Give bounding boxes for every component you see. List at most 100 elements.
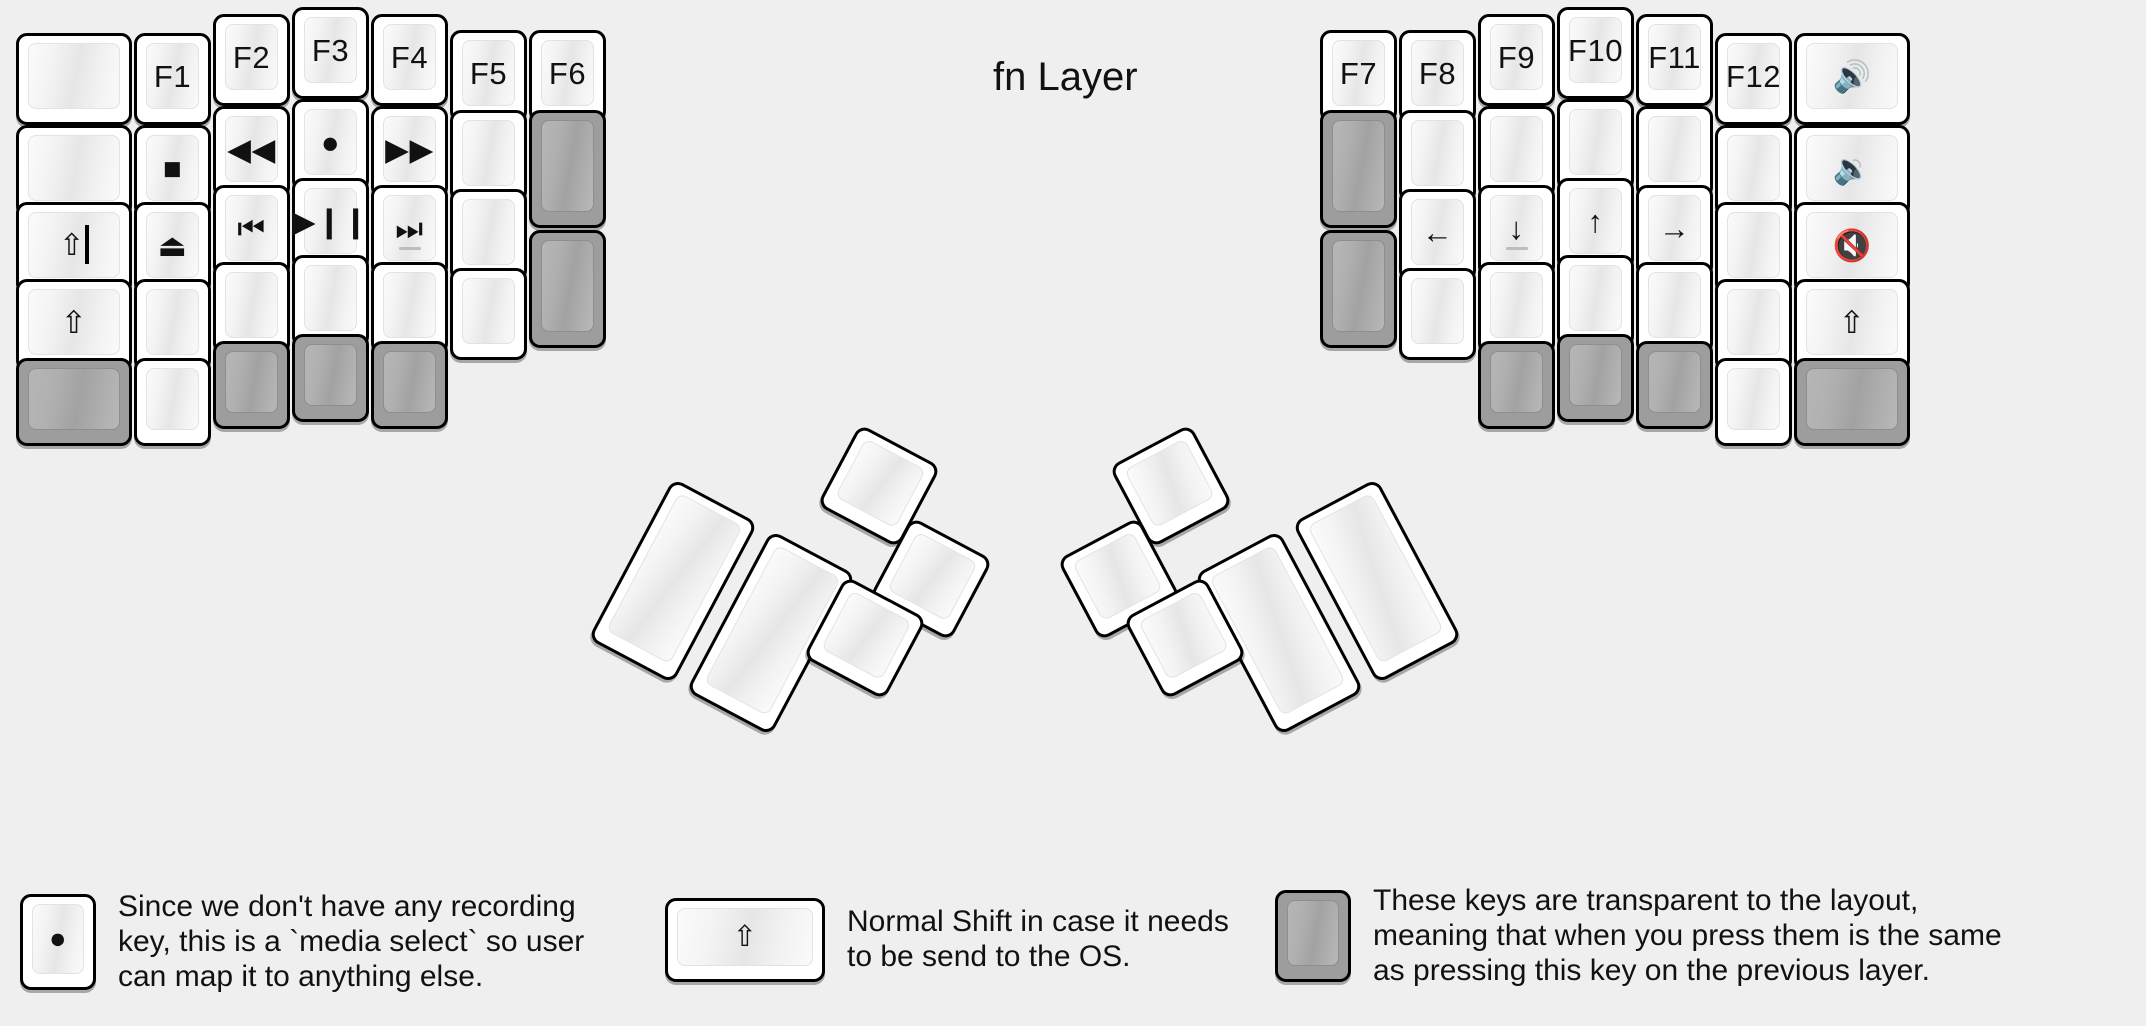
transparent-key-sample[interactable] [1275,890,1351,983]
keycap-surface: F1 [146,43,199,109]
keycap-surface [1727,212,1780,278]
key-trans-r5r5[interactable] [1636,341,1713,429]
key-underbar [398,247,421,250]
key-f5[interactable]: F5 [450,30,527,122]
record-key-sample[interactable]: ● [20,894,96,991]
key-f7[interactable]: F7 [1320,30,1397,122]
key-trans-l3r5[interactable] [213,341,290,429]
key-f3[interactable]: F3 [292,7,369,99]
key-media-prev[interactable]: ⏮ [213,185,290,277]
key-blank-r3r4[interactable] [1478,262,1555,354]
key-trans-l5r5[interactable] [371,341,448,429]
key-volume-down-label: 🔉 [1832,150,1872,186]
key-volume-mute[interactable]: 🔇 [1794,202,1910,294]
key-arrow-down[interactable]: ↓ [1478,185,1555,277]
key-f3-label: F3 [311,32,350,68]
key-f1[interactable]: F1 [134,33,211,125]
key-volume-up[interactable]: 🔊 [1794,33,1910,125]
keycap-surface: ▶▶ [383,116,436,182]
key-trans-r4r5[interactable] [1557,334,1634,422]
key-f10-label: F10 [1568,32,1623,68]
key-blank-r2r4[interactable] [1399,268,1476,360]
keycap-surface: 🔉 [1806,135,1898,201]
keycap-surface [1332,120,1385,212]
keycap-surface [462,120,515,186]
key-volume-mute-label: 🔇 [1832,227,1872,263]
key-trans-l7r2[interactable] [529,110,606,228]
legend-text: These keys are transparent to the layout… [1373,884,2002,987]
key-blank-r2r2[interactable] [1399,110,1476,202]
keycap-surface [225,272,278,338]
key-f9[interactable]: F9 [1478,14,1555,106]
key-arrow-down-label: ↓ [1508,210,1525,246]
key-media-eject[interactable]: ⏏ [134,202,211,294]
key-f10[interactable]: F10 [1557,7,1634,99]
key-trans-r3r5[interactable] [1478,341,1555,429]
key-media-play-pause[interactable]: ▶❙❙ [292,178,369,270]
key-media-next-label: ⏭ [395,210,424,246]
key-caps-lock[interactable]: ⇧ [16,202,132,294]
key-volume-down[interactable]: 🔉 [1794,125,1910,217]
key-blank-l5r4[interactable] [371,262,448,354]
key-blank-r6r4[interactable] [1715,279,1792,371]
key-media-fast-forward[interactable]: ▶▶ [371,106,448,198]
key-trans-r7r5[interactable] [1794,358,1910,446]
keycap-surface [28,368,120,430]
key-arrow-up[interactable]: ↑ [1557,178,1634,270]
key-blank-r4r4[interactable] [1557,255,1634,347]
key-media-prev-label: ⏮ [237,210,266,246]
keycap-surface [1332,240,1385,332]
key-f2[interactable]: F2 [213,14,290,106]
key-shift-right[interactable]: ⇧ [1794,279,1910,371]
key-trans-l1r5[interactable] [16,358,132,446]
key-blank-l6r4[interactable] [450,268,527,360]
keycap-surface: F11 [1648,24,1701,90]
key-blank-l1r1[interactable] [16,33,132,125]
keycap-surface [1411,278,1464,344]
shift-key-sample[interactable]: ⇧ [665,898,825,982]
key-blank-r6r2[interactable] [1715,125,1792,217]
key-trans-l7r3[interactable] [529,230,606,348]
key-shift-right-label: ⇧ [1838,304,1866,340]
keycap-surface: ⏏ [146,212,199,278]
keycap-surface [1648,351,1701,413]
keycap-surface: ⇧ [677,908,813,966]
keycap-surface: 🔇 [1806,212,1898,278]
key-blank-r5r4[interactable] [1636,262,1713,354]
keycap-surface: ← [1411,199,1464,265]
keycap-surface [304,344,357,406]
key-media-play-pause-label: ▶❙❙ [291,203,370,239]
key-trans-l4r5[interactable] [292,334,369,422]
key-blank-l3r4[interactable] [213,262,290,354]
key-media-next[interactable]: ⏭ [371,185,448,277]
keycap-surface [1411,120,1464,186]
keycap-surface [146,289,199,355]
key-arrow-left[interactable]: ← [1399,189,1476,281]
keycap-surface [462,278,515,344]
keycap-surface: F8 [1411,40,1464,106]
legend-text: Since we don't have any recording key, t… [118,890,585,993]
key-underbar [1505,247,1528,250]
key-f11[interactable]: F11 [1636,14,1713,106]
key-blank-l2r5[interactable] [134,358,211,446]
key-blank-r6r3[interactable] [1715,202,1792,294]
key-trans-r1r3[interactable] [1320,230,1397,348]
key-media-stop[interactable]: ■ [134,125,211,217]
key-f6[interactable]: F6 [529,30,606,122]
keycap-surface: ▶❙❙ [292,188,369,254]
key-blank-l2r4[interactable] [134,279,211,371]
key-f8[interactable]: F8 [1399,30,1476,122]
legend-container: ●Since we don't have any recording key, … [0,880,2146,1026]
key-media-rewind[interactable]: ◀◀ [213,106,290,198]
key-f6-label: F6 [548,55,587,91]
key-blank-r6r5[interactable] [1715,358,1792,446]
key-f12[interactable]: F12 [1715,33,1792,125]
key-trans-r1r2[interactable] [1320,110,1397,228]
key-shift-left[interactable]: ⇧ [16,279,132,371]
keycap-surface: → [1648,195,1701,261]
key-f4[interactable]: F4 [371,14,448,106]
keycap-surface [28,135,120,201]
key-blank-r4r2[interactable] [1557,99,1634,191]
legend-key-wrapper [1275,890,1351,983]
